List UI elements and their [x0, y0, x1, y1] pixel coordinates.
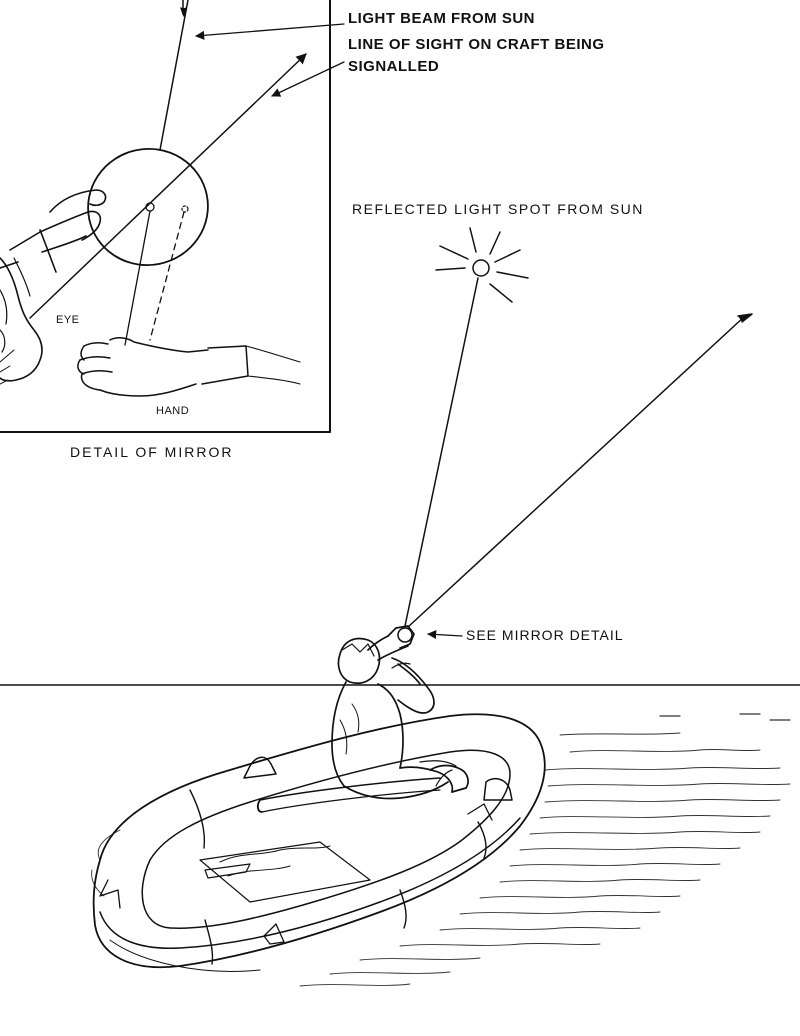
observer-face	[0, 257, 43, 385]
label-signalled: SIGNALLED	[348, 58, 440, 75]
life-raft	[92, 713, 546, 972]
label-see-mirror-detail: SEE MIRROR DETAIL	[466, 627, 624, 643]
detail-hand-path	[124, 210, 185, 346]
main-sight-lines	[404, 277, 753, 628]
detail-inset-frame	[0, 0, 331, 433]
water-ripples	[91, 713, 791, 987]
reflected-light-spot	[435, 227, 529, 303]
detail-line-of-sight	[29, 53, 307, 319]
label-reflected-spot: REFLECTED LIGHT SPOT FROM SUN	[352, 201, 644, 217]
label-hand: HAND	[156, 405, 190, 417]
label-eye: EYE	[56, 314, 80, 326]
label-detail-of-mirror: DETAIL OF MIRROR	[70, 444, 234, 460]
label-line-of-sight: LINE OF SIGHT ON CRAFT BEING	[348, 36, 605, 53]
inset-hand	[77, 337, 301, 397]
survivor-figure	[331, 625, 469, 800]
label-leaders	[195, 23, 463, 640]
detail-light-beam	[159, 0, 189, 151]
hand-holding-mirror	[0, 189, 107, 297]
label-light-beam: LIGHT BEAM FROM SUN	[348, 10, 535, 27]
